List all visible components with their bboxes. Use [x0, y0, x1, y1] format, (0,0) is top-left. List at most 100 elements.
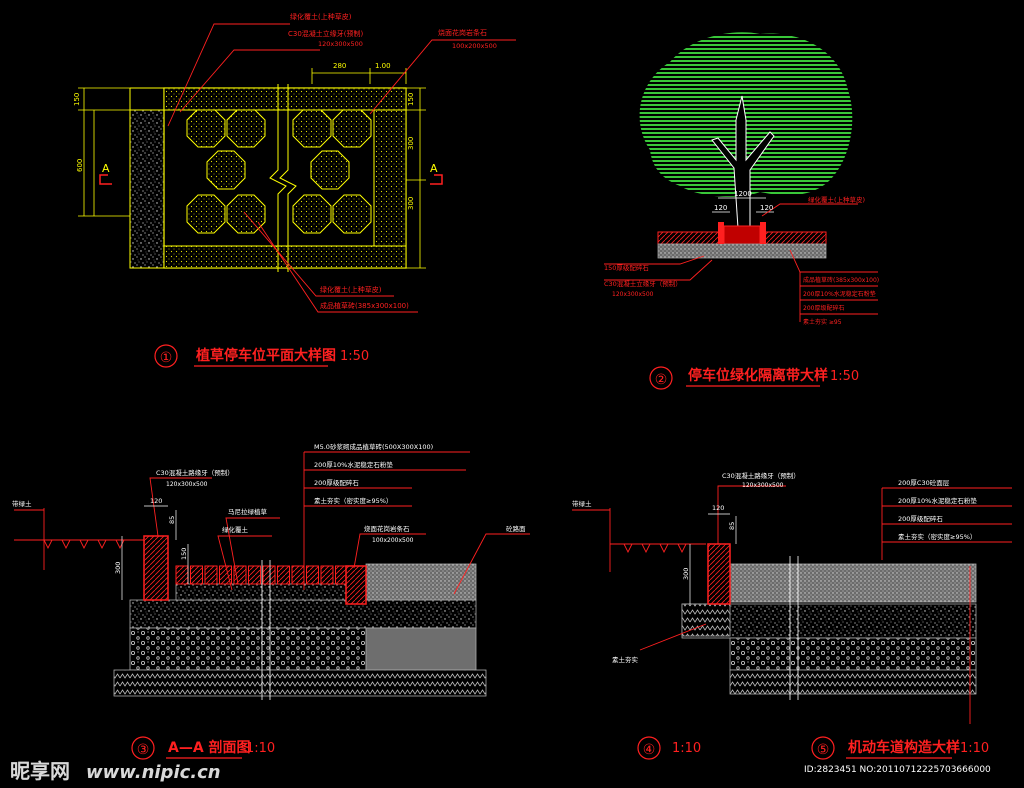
d5-callout-right-3: 素土夯实（密实度≥95%）	[898, 532, 976, 541]
d3-callout-4: 砼路面	[506, 524, 526, 533]
d5-callout-top-0: C30混凝土路缘牙（预制）	[722, 471, 800, 480]
watermark: 昵享网 www.nipic.cn ID:2823451 NO:201107122…	[10, 759, 991, 783]
d1-number: ①	[160, 350, 173, 366]
d1-dim-left-main: 600	[76, 159, 84, 172]
grass-paver-cell	[292, 108, 332, 148]
grass-paver-block	[204, 565, 218, 585]
grass-paver-block	[291, 565, 305, 585]
detail-2-tree-strip	[604, 32, 878, 322]
grass-paver-block	[175, 565, 189, 585]
d1-dim-top-left: 280	[333, 62, 346, 70]
d5-callout-right-2: 200厚级配碎石	[898, 514, 943, 523]
d4-number: ④	[643, 742, 656, 758]
d1-dim-left-top: 150	[73, 93, 81, 106]
d3-callout-3: 绿化覆土	[222, 525, 249, 534]
d1-dim-right-bottom: 300	[407, 197, 415, 210]
d2-callout-left-2: 120x300x500	[612, 291, 654, 298]
grass-paver-cell	[332, 194, 372, 234]
d3-dim-2: 150	[180, 548, 188, 560]
d5-scale: 1:10	[960, 741, 989, 756]
tree-canopy	[639, 32, 853, 197]
d1-dim-right-top: 150	[407, 93, 415, 106]
d5-callout-right-1: 200厚10%水泥稳定石粉垫	[898, 496, 977, 505]
d3-callout-5: 带绿土	[12, 499, 32, 508]
d5-dim-1: 85	[728, 522, 736, 530]
d1-scale: 1:50	[340, 349, 369, 364]
grass-paver-row	[175, 565, 348, 585]
grass-paver-cell	[332, 108, 372, 148]
d3-scale: 1:10	[246, 741, 275, 756]
d2-title: 停车位绿化隔离带大样	[688, 367, 828, 384]
d3-number: ③	[137, 742, 150, 758]
grass-paver-block	[320, 565, 334, 585]
d1-title: 植草停车位平面大样图	[195, 347, 336, 364]
grass-paver-block	[233, 565, 247, 585]
d2-dim-width: 1200	[734, 190, 752, 198]
tree-trunk	[711, 95, 775, 229]
grass-paver-cell	[310, 150, 350, 190]
grass-paver-block	[306, 565, 319, 585]
d1-callout-0: 绿化覆土(上种草皮)	[290, 12, 352, 21]
d1-dim-right-mid: 300	[407, 137, 415, 150]
d5-callout-top-1: 120x300x500	[742, 482, 784, 489]
d2-number: ②	[655, 372, 668, 388]
d3-callout-top-3: 素土夯实（密实度≥95%）	[314, 496, 392, 505]
d3-dim-1: 85	[168, 516, 176, 524]
d2-callout-right-3: 200厚级配碎石	[803, 304, 844, 312]
grass-paver-cell	[226, 108, 266, 148]
d2-callout-right-0: 绿化覆土(上种草皮)	[808, 195, 865, 204]
d1-callout-1: C30混凝土立缘牙(预制)	[288, 29, 364, 38]
d2-scale: 1:50	[830, 369, 859, 384]
grass-paver-block	[248, 565, 261, 585]
grass-paver-pattern	[186, 108, 372, 234]
watermark-id: ID:2823451 NO:20110712225703666000	[804, 765, 991, 775]
grass-paver-cell	[186, 194, 226, 234]
detail-3-section	[14, 451, 530, 700]
d1-callout-6: 成品植草砖(385x300x100)	[320, 301, 409, 310]
d5-title: 机动车道构造大样	[848, 739, 960, 756]
d3-callout-top-1: 200厚10%水泥稳定石粉垫	[314, 460, 393, 469]
d5-number: ⑤	[817, 742, 830, 758]
detail-5-section	[572, 485, 1012, 724]
d3-dim-0: 120	[150, 497, 162, 505]
d3-callout-top-2: 200厚级配碎石	[314, 478, 359, 487]
detail-2-texts: 1200 120 120 150厚级配碎石 C30混凝土立缘牙（预制） 120x…	[604, 190, 879, 390]
kerb-strip	[129, 109, 165, 269]
detail-3-texts: M5.0砂浆砌成品植草砖(500X300X100) 200厚10%水泥稳定石粉垫…	[12, 442, 526, 760]
d5-callout-right-0: 200厚C30砼面层	[898, 478, 950, 487]
d1-section-mark-left: A	[102, 162, 110, 175]
grass-paver-block	[262, 565, 276, 585]
d5-callout-1: 素土夯实	[612, 655, 639, 664]
d2-callout-right-2: 200厚10%水泥稳定石粉垫	[803, 290, 876, 298]
d2-callout-left-0: 150厚级配碎石	[604, 263, 649, 272]
d3-callout-top-5: 100x200x500	[372, 537, 414, 544]
d2-callout-left-1: C30混凝土立缘牙（预制）	[604, 279, 682, 288]
d3-callout-1: 120x300x500	[166, 481, 208, 488]
d5-callout-0: 带绿土	[572, 499, 592, 508]
d1-callout-5: 绿化覆土(上种草皮)	[320, 285, 382, 294]
d2-callout-right-4: 素土夯实 ≥95	[803, 318, 842, 326]
d3-callout-0: C30混凝土路缘牙（预制）	[156, 468, 234, 477]
detail-5-texts: C30混凝土路缘牙（预制） 120x300x500 200厚C30砼面层 200…	[572, 471, 989, 760]
d3-dim-3: 300	[114, 562, 122, 574]
d1-callout-4: 100x200x500	[452, 42, 497, 50]
grass-paver-cell	[292, 194, 332, 234]
watermark-site: 昵享网	[10, 759, 70, 783]
d2-callout-right-1: 成品植草砖(385x300x100)	[803, 276, 879, 284]
d3-title: A—A 剖面图	[168, 739, 251, 756]
d5-dim-0: 120	[712, 504, 724, 512]
d3-callout-top-4: 烧面花岗岩条石	[364, 524, 410, 533]
d3-callout-2: 马尼拉绿植草	[228, 507, 268, 516]
d3-callout-top-0: M5.0砂浆砌成品植草砖(500X300X100)	[314, 442, 433, 451]
d5-dim-2: 300	[682, 568, 690, 580]
detail-1-plan	[78, 23, 516, 313]
d1-callout-3: 烧面花岗岩条石	[438, 28, 487, 37]
d2-dim-right: 120	[760, 204, 773, 212]
grass-paver-block	[190, 565, 203, 585]
d1-dim-top-right: 1.00	[375, 62, 391, 70]
grass-paver-block	[277, 565, 290, 585]
detail-1-texts: 绿化覆土(上种草皮) C30混凝土立缘牙(预制) 120x300x500 烧面花…	[73, 12, 497, 368]
grass-paver-cell	[186, 108, 226, 148]
d4-scale: 1:10	[672, 741, 701, 756]
